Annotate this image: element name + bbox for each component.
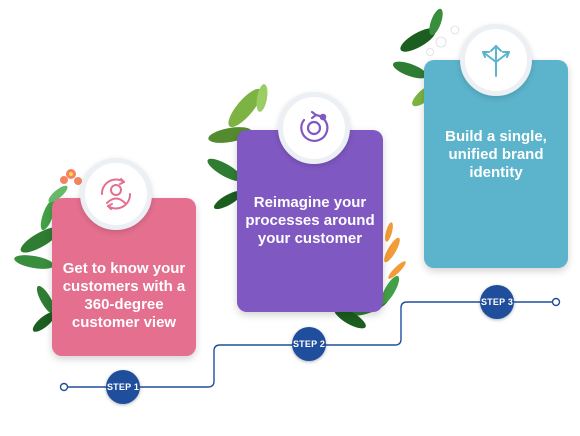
- step-1-icon-circle: [80, 158, 152, 230]
- arrows-out-icon: [482, 45, 510, 77]
- customer-cycle-icon: [100, 178, 132, 210]
- step-2-text: Reimagine your processes around your cus…: [245, 194, 375, 247]
- leaf-cluster-2: [207, 84, 268, 210]
- step-2-badge: STEP 2: [292, 327, 326, 361]
- connector-end-dot: [551, 297, 561, 307]
- step-3-badge: STEP 3: [480, 285, 514, 319]
- connector-start-dot: [59, 382, 69, 392]
- fern-orange: [384, 222, 406, 279]
- flower-1: [60, 169, 82, 185]
- leaf-cluster-1: [14, 185, 68, 332]
- flowers-3: [426, 25, 460, 56]
- step-1-text: Get to know your customers with a 360-de…: [62, 260, 186, 331]
- step-3-text: Build a single, unified brand identity: [445, 128, 547, 181]
- process-cycle-icon: [300, 110, 329, 142]
- step-3-icon-circle: [460, 24, 532, 96]
- step-2-icon-circle: [278, 92, 350, 164]
- step-1-badge: STEP 1: [106, 370, 140, 404]
